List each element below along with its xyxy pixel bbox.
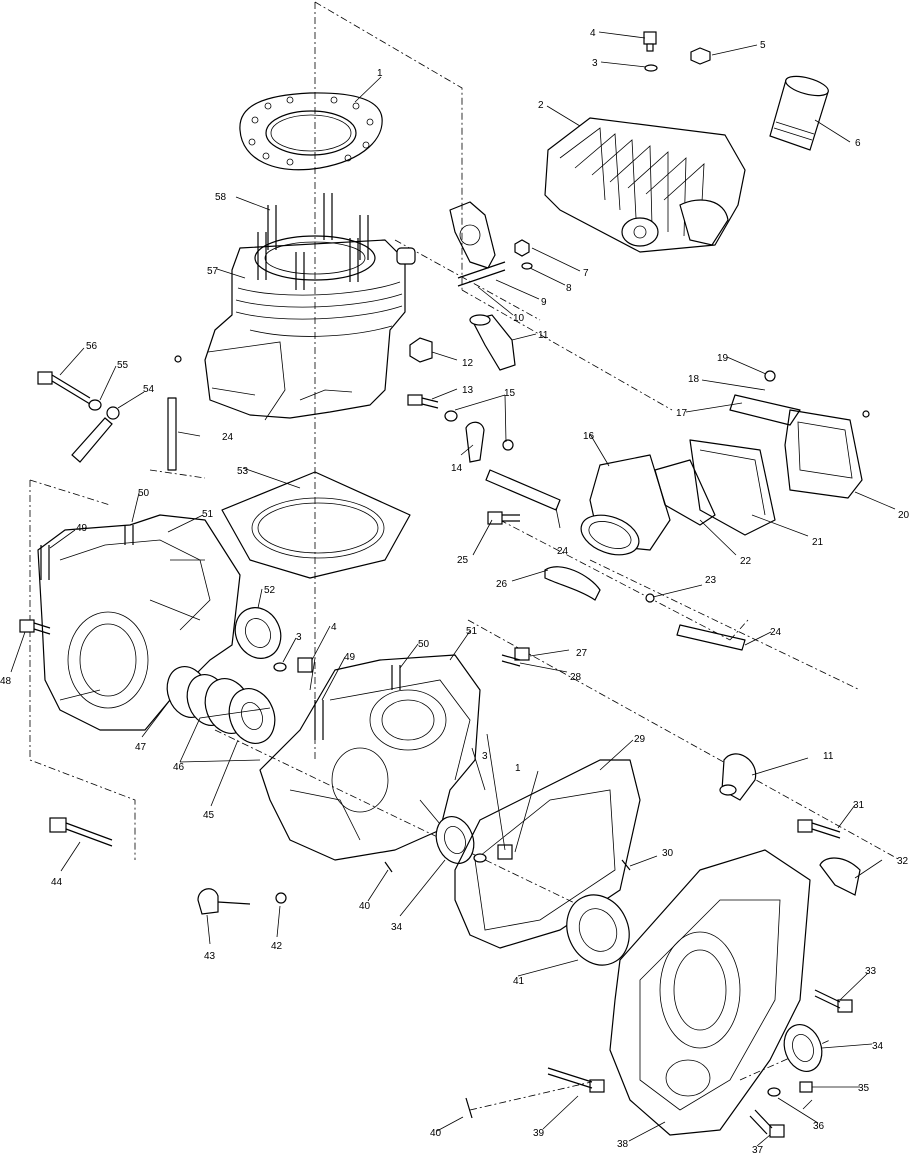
- callout-11: 11: [538, 330, 549, 341]
- callout-4-mid: 4: [331, 622, 337, 633]
- cylinder-part: [174, 193, 416, 421]
- callout-6: 6: [855, 138, 861, 149]
- callout-23: 23: [705, 575, 717, 586]
- callout-34-right: 34: [872, 1041, 884, 1052]
- callout-54: 54: [143, 384, 155, 395]
- callout-56: 56: [86, 341, 98, 352]
- leader-lines: [10, 31, 896, 1147]
- callout-58: 58: [215, 192, 227, 203]
- callout-39: 39: [533, 1128, 545, 1139]
- crankcase-left-part: [19, 514, 241, 731]
- callout-34-left: 34: [391, 922, 403, 933]
- callout-1: 1: [377, 68, 383, 79]
- callout-labels: 1 2 3 4 5 6 7 8 9 10 11 12 13 14 15 16 1…: [0, 28, 910, 1153]
- callout-24-center: 24: [557, 546, 569, 557]
- callout-37: 37: [752, 1145, 764, 1153]
- callout-22: 22: [740, 556, 752, 567]
- callout-31: 31: [853, 800, 865, 811]
- callout-40-lower: 40: [430, 1128, 442, 1139]
- callout-43: 43: [204, 951, 216, 962]
- cylinder-head-part: [544, 117, 746, 253]
- callout-9: 9: [541, 297, 547, 308]
- callout-50-right: 50: [418, 639, 430, 650]
- callout-4: 4: [590, 28, 596, 39]
- outlet-tube-part: [769, 75, 829, 151]
- callout-3-mid: 3: [296, 632, 302, 643]
- callout-24-left: 24: [222, 432, 234, 443]
- callout-15: 15: [504, 388, 516, 399]
- callout-48: 48: [0, 676, 12, 687]
- callout-57: 57: [207, 266, 219, 277]
- callout-12: 12: [462, 358, 474, 369]
- callout-49-right: 49: [344, 652, 356, 663]
- bearing-52-part: [234, 607, 313, 673]
- callout-17: 17: [676, 408, 688, 419]
- callout-52: 52: [264, 585, 276, 596]
- callout-24-right: 24: [770, 627, 782, 638]
- callout-2: 2: [538, 100, 544, 111]
- crankcase-seals-gasket: [435, 759, 641, 966]
- callout-51-right: 51: [466, 626, 478, 637]
- callout-30: 30: [662, 848, 674, 859]
- stator-cover-part: [465, 753, 861, 1138]
- callout-20: 20: [898, 510, 910, 521]
- callout-44: 44: [51, 877, 63, 888]
- callout-53: 53: [237, 466, 249, 477]
- callout-47: 47: [135, 742, 147, 753]
- head-fasteners: [643, 31, 711, 72]
- callout-29: 29: [634, 734, 646, 745]
- callout-42: 42: [271, 941, 283, 952]
- callout-55: 55: [117, 360, 129, 371]
- callout-45: 45: [203, 810, 215, 821]
- callout-8: 8: [566, 283, 572, 294]
- callout-16: 16: [583, 431, 595, 442]
- callout-21: 21: [812, 537, 824, 548]
- callout-35: 35: [858, 1083, 870, 1094]
- callout-26: 26: [496, 579, 508, 590]
- callout-49-left: 49: [76, 523, 88, 534]
- small-fitting-parts: [501, 647, 530, 667]
- callout-27: 27: [576, 648, 588, 659]
- callout-40: 40: [359, 901, 371, 912]
- callout-32: 32: [897, 856, 909, 867]
- base-gasket-part: [221, 471, 411, 579]
- callout-14: 14: [451, 463, 463, 474]
- callout-46: 46: [173, 762, 185, 773]
- callout-28: 28: [570, 672, 582, 683]
- callout-41: 41: [513, 976, 525, 987]
- head-gasket-part: [239, 92, 383, 171]
- callout-50-left: 50: [138, 488, 150, 499]
- crankshaft-part: [166, 666, 276, 744]
- callout-13: 13: [462, 385, 474, 396]
- callout-38: 38: [617, 1139, 629, 1150]
- callout-11-lower: 11: [823, 751, 834, 762]
- callout-36: 36: [813, 1121, 825, 1132]
- callout-18: 18: [688, 374, 700, 385]
- callout-33: 33: [865, 966, 877, 977]
- callout-25: 25: [457, 555, 469, 566]
- fitting-parts: [407, 337, 514, 463]
- callout-19: 19: [717, 353, 729, 364]
- outlet-flange-parts: [449, 201, 533, 371]
- callout-5: 5: [760, 40, 766, 51]
- callout-3-lower: 3: [482, 751, 488, 762]
- callout-10: 10: [513, 313, 525, 324]
- callout-1-lower: 1: [515, 763, 521, 774]
- callout-3: 3: [592, 58, 598, 69]
- lower-left-parts: [37, 371, 393, 915]
- reed-valve-assembly: [580, 370, 870, 556]
- callout-7: 7: [583, 268, 589, 279]
- callout-51-left: 51: [202, 509, 214, 520]
